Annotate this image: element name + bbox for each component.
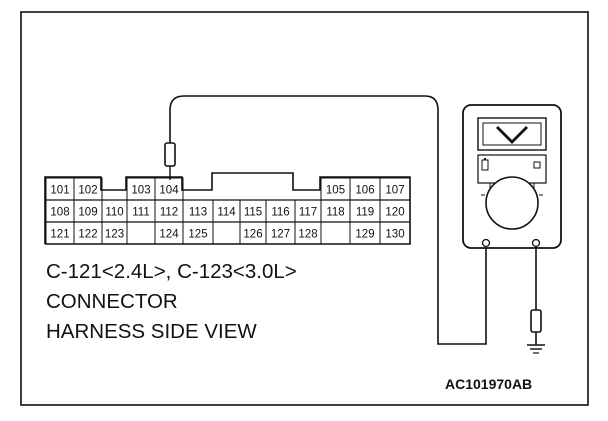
pin-label-113: 113 [189,207,207,219]
pin-label-122: 122 [78,229,97,241]
connector-caption-line1: C-121<2.4L>, C-123<3.0L> [46,260,297,283]
probe-lead-positive [164,95,487,345]
probe-tip [164,142,176,167]
input-jack-positive[interactable] [481,238,491,248]
range-button[interactable] [533,161,541,169]
pin-label-125: 125 [188,229,207,241]
pin-label-107: 107 [385,185,404,197]
pin-label-121: 121 [50,229,69,241]
pin-label-106: 106 [355,185,374,197]
probe-lead-ground [527,246,545,354]
pin-label-120: 120 [385,207,404,219]
meter-display-inner [482,122,542,146]
figure-id: AC101970AB [445,376,532,392]
pin-label-119: 119 [356,207,374,219]
ground-probe-tip [530,309,542,333]
pin-cell-125 [182,221,214,245]
figure-frame [20,11,589,406]
battery-terminal-icon [484,158,486,160]
pin-label-104: 104 [159,185,179,197]
pin-label-111: 111 [132,207,149,219]
voltage-v-icon [496,126,528,144]
pin-label-123: 123 [105,229,124,241]
pin-label-109: 109 [78,207,97,219]
pin-label-101: 101 [50,185,69,197]
pin-label-118: 118 [326,207,344,219]
pin-label-115: 115 [244,207,262,219]
pin-label-124: 124 [159,229,179,241]
connector-caption-line2: CONNECTOR [46,290,178,313]
lead-wire [169,95,487,345]
pin-label-103: 103 [131,185,150,197]
pin-label-126: 126 [243,229,262,241]
connector-outline [44,172,411,245]
pin-label-127: 127 [271,229,290,241]
pin-label-129: 129 [355,229,374,241]
pin-label-102: 102 [78,185,97,197]
connector-caption-line3: HARNESS SIDE VIEW [46,320,257,343]
pin-cell-128 [294,221,322,245]
pin-label-110: 110 [105,207,123,219]
rotary-dial[interactable] [485,176,539,230]
pin-label-112: 112 [160,207,178,219]
multimeter [462,104,562,249]
input-jack-common[interactable] [531,238,541,248]
pin-label-114: 114 [217,207,236,219]
connector-pins: 101 102 103 104 105 106 107 108 109 110 111 112 113 1… [45,177,411,245]
pin-label-128: 128 [298,229,317,241]
pin-label-108: 108 [50,207,69,219]
pin-label-116: 116 [271,207,289,219]
pin-label-105: 105 [326,185,345,197]
pin-cell-123 [101,221,128,245]
pin-label-117: 117 [299,207,317,219]
pin-cell-130 [379,221,411,245]
pin-label-130: 130 [385,229,404,241]
